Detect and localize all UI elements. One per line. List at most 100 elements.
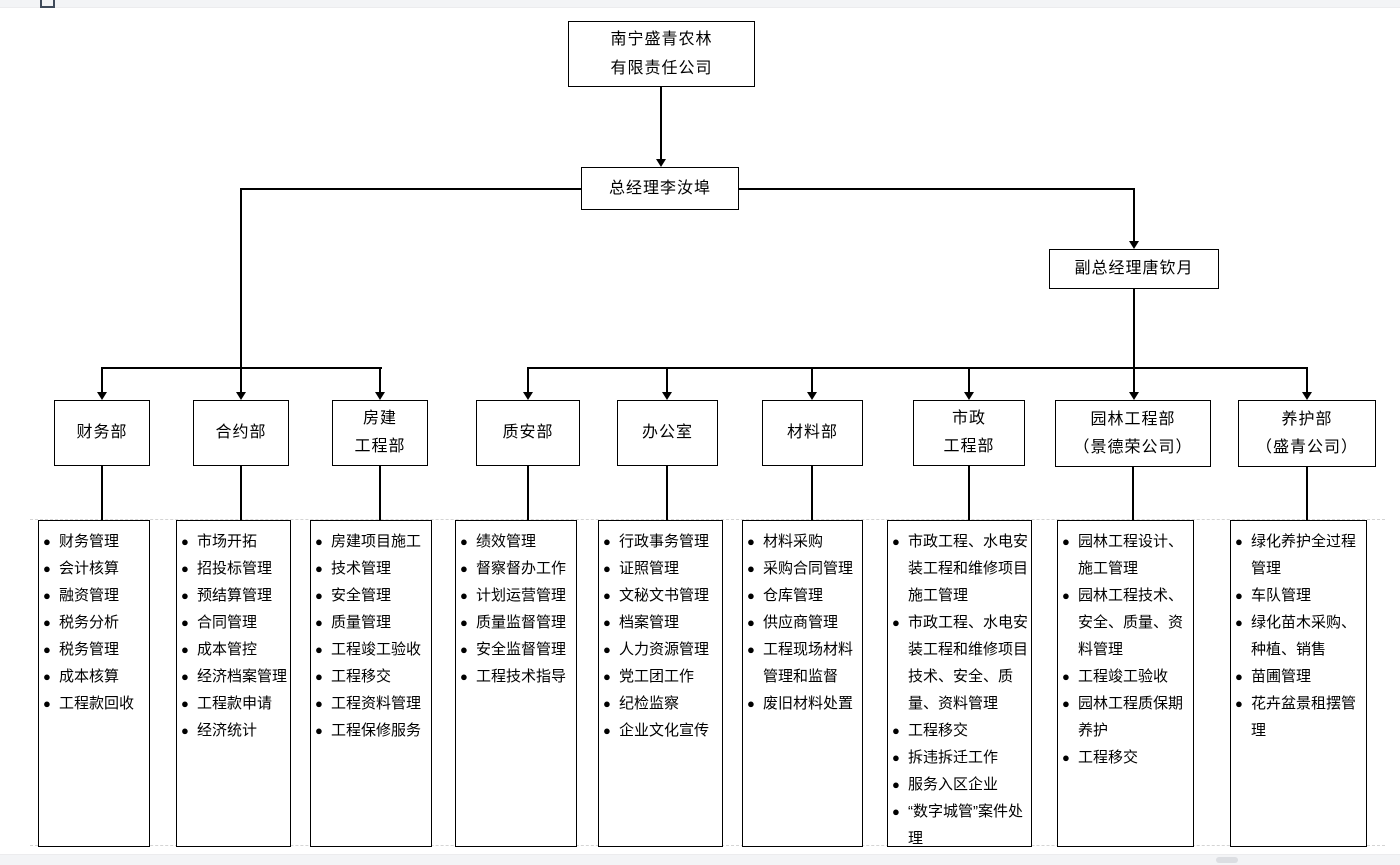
duty-item: ●合同管理: [181, 609, 288, 636]
duty-text: 督察督办工作: [476, 560, 567, 577]
bullet-icon: ●: [43, 669, 51, 684]
duty-item: ●工程移交: [892, 717, 1029, 744]
connector-line: [240, 367, 242, 392]
bullet-icon: ●: [892, 723, 900, 738]
bullet-icon: ●: [43, 561, 51, 576]
connector-line: [240, 188, 242, 368]
duty-text: 园林工程技术、安全、质量、资料管理: [1078, 587, 1184, 658]
connector-line: [101, 367, 103, 392]
bottom-scrollbar[interactable]: [0, 854, 1400, 865]
bullet-icon: ●: [43, 615, 51, 630]
connector-line: [240, 466, 242, 520]
duty-text: 拆违拆迁工作: [908, 749, 999, 766]
node-general-manager: 总经理李汝埠: [581, 167, 739, 210]
bullet-icon: ●: [603, 669, 611, 684]
duty-item: ●园林工程质保期养护: [1062, 690, 1191, 744]
window-icon[interactable]: [40, 0, 55, 8]
duty-text: 绿化苗木采购、种植、销售: [1251, 614, 1357, 658]
connector-line: [811, 466, 813, 520]
node-deputy-general-manager: 副总经理唐钦月: [1049, 249, 1219, 289]
duty-item: ● 督察督办工作: [460, 555, 574, 582]
table-gridline: [30, 519, 1385, 520]
bullet-icon: ●: [43, 588, 51, 603]
connector-line: [968, 367, 970, 392]
connector-line: [101, 367, 382, 369]
bullet-icon: ●: [603, 561, 611, 576]
duty-item: ●计划运营管理: [460, 582, 574, 609]
duties-municipal-eng: ●市政工程、水电安装工程和维修项目施工管理●市政工程、水电安装工程和维修项目技术…: [887, 520, 1032, 847]
bullet-icon: ●: [460, 561, 468, 576]
duty-text: 安全监督管理: [476, 641, 567, 658]
duty-text: 工程移交: [331, 668, 392, 685]
bullet-icon: ●: [603, 534, 611, 549]
duty-text: 材料采购: [763, 533, 824, 550]
duty-item: ● 行政事务管理: [603, 528, 720, 555]
node-dept-finance: 财务部: [54, 400, 150, 466]
duty-item: ● 绿化苗木采购、种植、销售: [1235, 609, 1364, 663]
duty-item: ●党工团工作: [603, 663, 720, 690]
duty-text: 工程资料管理: [331, 695, 422, 712]
duty-item: ● “数字城管”案件处理: [892, 798, 1029, 852]
node-dept-landscape-eng: 园林工程部 （景德荣公司）: [1055, 400, 1211, 467]
duty-item: ●市场开拓: [181, 528, 288, 555]
bullet-icon: ●: [1235, 696, 1243, 711]
bullet-icon: ●: [181, 669, 189, 684]
duty-text: 人力资源管理: [619, 641, 710, 658]
duty-item: ●经济档案管理: [181, 663, 288, 690]
bullet-icon: ●: [603, 723, 611, 738]
bullet-icon: ●: [460, 615, 468, 630]
connector-line: [1306, 466, 1308, 520]
connector-line: [1132, 466, 1134, 520]
duty-item: ●税务分析: [43, 609, 147, 636]
duty-item: ●工程竣工验收: [1062, 663, 1191, 690]
duty-item: ●服务入区企业: [892, 771, 1029, 798]
bullet-icon: ●: [892, 777, 900, 792]
bullet-icon: ●: [1235, 669, 1243, 684]
duty-item: ●绿化养护全过程管理: [1235, 528, 1364, 582]
duty-item: ●工程款回收: [43, 690, 147, 717]
node-dept-municipal-eng: 市政 工程部: [913, 400, 1025, 466]
bullet-icon: ●: [603, 642, 611, 657]
duty-text: 仓库管理: [763, 587, 824, 604]
duties-landscape-eng: ●园林工程设计、施工管理●园林工程技术、安全、质量、资料管理●工程竣工验收●园林…: [1057, 520, 1194, 847]
bullet-icon: ●: [747, 642, 755, 657]
bullet-icon: ●: [892, 615, 900, 630]
duty-item: ●经济统计: [181, 717, 288, 744]
duty-item: ●技术管理: [315, 555, 429, 582]
duty-text: 工程竣工验收: [331, 641, 422, 658]
duty-item: ●废旧材料处置: [747, 690, 860, 717]
node-dept-contract: 合约部: [193, 400, 289, 466]
bullet-icon: ●: [1062, 750, 1070, 765]
duty-text: 技术管理: [331, 560, 392, 577]
bullet-icon: ●: [892, 804, 900, 819]
duty-text: 行政事务管理: [619, 533, 710, 550]
duty-text: “数字城管”案件处理: [908, 803, 1023, 847]
bullet-icon: ●: [747, 588, 755, 603]
bullet-icon: ●: [181, 588, 189, 603]
duty-text: 园林工程设计、施工管理: [1078, 533, 1184, 577]
duty-item: ●房建项目施工: [315, 528, 429, 555]
duty-item: ●成本管控: [181, 636, 288, 663]
duties-finance: ●财务管理●会计核算●融资管理●税务分析●税务管理●成本核算●工程款回收: [38, 520, 150, 847]
duty-item: ●园林工程设计、施工管理: [1062, 528, 1191, 582]
duty-text: 会计核算: [59, 560, 120, 577]
duties-contract: ●市场开拓●招投标管理●预结算管理●合同管理●成本管控●经济档案管理●工程款申请…: [176, 520, 291, 847]
duty-item: ●预结算管理: [181, 582, 288, 609]
duty-item: ●融资管理: [43, 582, 147, 609]
duty-item: ●工程款申请: [181, 690, 288, 717]
duty-text: 成本管控: [197, 641, 258, 658]
duty-item: ●企业文化宣传: [603, 717, 720, 744]
bullet-icon: ●: [1062, 669, 1070, 684]
connector-line: [101, 466, 103, 520]
bullet-icon: ●: [460, 669, 468, 684]
connector-line: [1133, 289, 1135, 368]
bullet-icon: ●: [1235, 615, 1243, 630]
connector-line: [811, 367, 813, 392]
duty-item: ●材料采购: [747, 528, 860, 555]
duty-item: ●工程移交: [1062, 744, 1191, 771]
bullet-icon: ●: [1235, 588, 1243, 603]
scrollbar-thumb[interactable]: [1216, 857, 1238, 863]
duty-item: ●供应商管理: [747, 609, 860, 636]
duty-item: ● 仓库管理: [747, 582, 860, 609]
bullet-icon: ●: [315, 642, 323, 657]
